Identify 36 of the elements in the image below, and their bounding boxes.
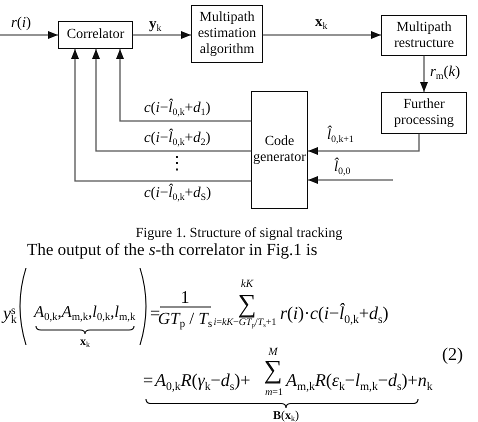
edge-label: c(i−l̂$_{0,k}$+d$_{S}$)	[143, 186, 212, 201]
process-block: Multipath restructure	[381, 15, 467, 56]
vertical-ellipsis: ⋮	[168, 154, 186, 172]
arrow	[308, 134, 420, 155]
summation-sign: ∑	[238, 291, 256, 317]
equals-sign: =	[143, 371, 154, 389]
fraction-numerator: 1	[180, 288, 190, 306]
brace-label: x$_{k}$	[80, 335, 90, 347]
arrow	[420, 56, 428, 92]
edge-label: r$_{m}$(k)	[429, 65, 462, 80]
summation-sign: ∑	[264, 357, 282, 383]
math-expression: A$_{0,k}$,A$_{m,k}$,l$_{0,k}$,l$_{m,k}$	[34, 304, 136, 320]
arrow	[263, 31, 381, 39]
edge-label: r(i)	[10, 16, 32, 31]
equation-number: (2)	[442, 345, 463, 363]
body-text: The output of the s-th correlator in Fig.1 is	[27, 241, 318, 258]
summation-limit: i=kK−GT$_{p}$/T$_{s}$+1	[214, 318, 276, 328]
process-block: Multipath estimation algorithm	[191, 5, 263, 63]
summation-limit: kK	[240, 279, 254, 290]
edge-label: c(i−l̂$_{0,k}$+d$_{1}$)	[143, 101, 212, 116]
arrow	[133, 31, 191, 39]
edge-label: c(i−l̂$_{0,k}$+d$_{2}$)	[143, 131, 212, 146]
brace-label: B(x$_{k}$)	[273, 409, 299, 421]
process-block: Correlator	[58, 21, 133, 49]
process-block: Further processing	[381, 92, 467, 134]
summation-limit: m=1	[265, 388, 283, 398]
figure-caption: Figure 1. Structure of signal tracking	[136, 226, 342, 241]
arrow	[308, 176, 393, 184]
arrow	[71, 49, 251, 182]
edge-label: l̂$_{0,k+1}$	[326, 128, 355, 143]
process-block: Code generator	[251, 91, 308, 209]
edge-label: l̂$_{0,0}$	[333, 160, 352, 175]
arrow	[0, 31, 58, 39]
arrow	[92, 49, 251, 152]
summation-limit: M	[268, 347, 278, 358]
arrow	[116, 49, 251, 122]
